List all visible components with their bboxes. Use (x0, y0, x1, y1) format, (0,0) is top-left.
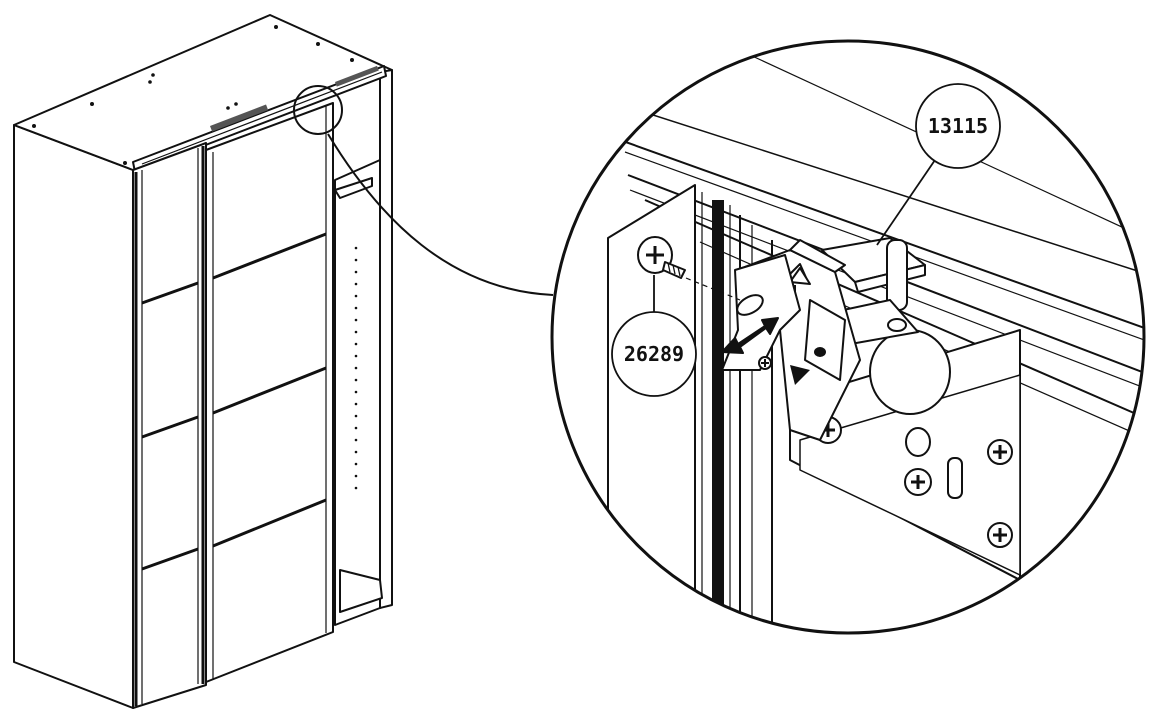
callout-13115-leader (876, 159, 936, 246)
wardrobe (13, 14, 393, 709)
wardrobe-interior (334, 159, 381, 626)
callout-26289: 26289 (611, 275, 697, 397)
detail-marker-circle (293, 85, 343, 135)
door-front (132, 142, 207, 709)
zoom-circle (550, 39, 1146, 635)
callout-13115: 13115 (876, 83, 1001, 246)
shelf-pin-holes (354, 246, 358, 490)
callout-13115-label: 13115 (928, 114, 988, 138)
zoom-detail (550, 39, 1146, 635)
screw-26289 (637, 236, 686, 279)
adjust-direction-arrow (721, 317, 779, 354)
callout-26289-bubble (611, 311, 697, 397)
callout-26289-label: 26289 (624, 342, 684, 366)
detail-connector-line (327, 133, 554, 296)
door-rear (205, 102, 334, 683)
top-panel-holes (32, 25, 354, 165)
wardrobe-left-side (13, 124, 134, 709)
callout-13115-bubble (915, 83, 1001, 169)
wardrobe-right-side (379, 69, 393, 609)
guide-wheel (869, 329, 951, 415)
wardrobe-shelf-lower (339, 569, 383, 613)
